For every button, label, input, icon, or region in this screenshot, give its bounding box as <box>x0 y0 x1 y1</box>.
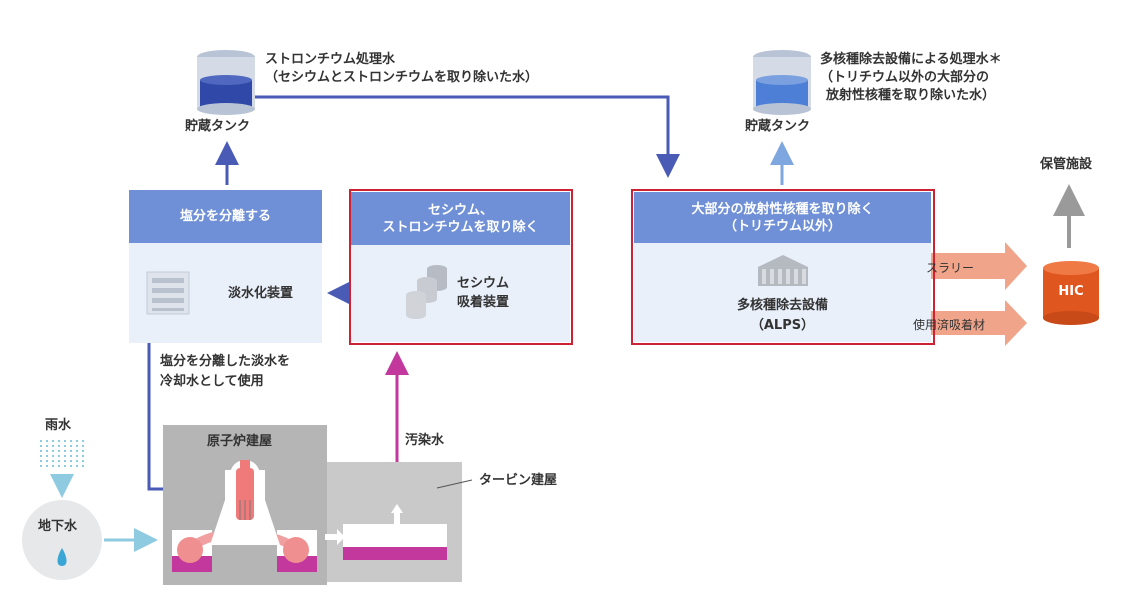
cesium-adsorber-icon <box>406 265 447 319</box>
slurry-arrow-icon <box>907 242 1027 290</box>
desalination-body: 淡水化装置 <box>129 243 322 343</box>
storage-tank-right-icon <box>753 50 811 115</box>
adsorbent-arrow-icon <box>907 300 1027 346</box>
hic-container-icon <box>1043 261 1099 325</box>
alps-header-line1: 大部分の放射性核種を取り除く <box>691 201 874 217</box>
cesium-device-line2: 吸着装置 <box>457 295 510 310</box>
turbine-building-shape <box>320 462 462 582</box>
alps-header-line2: （トリチウム以外） <box>723 218 841 234</box>
alps-facility-icon <box>758 255 808 286</box>
cesium-header-line2: ストロンチウムを取り除く <box>382 219 539 235</box>
storage-tank-left-icon <box>197 50 255 115</box>
desalination-header: 塩分を分離する <box>129 190 322 243</box>
water-drop-icon <box>57 548 67 566</box>
alps-treated-water-title: 多核種除去設備による処理水＊ <box>820 52 1002 67</box>
groundwater-circle <box>22 500 102 580</box>
alps-body: 多核種除去設備 （ALPS） <box>634 243 931 342</box>
cesium-highlight-frame <box>349 189 573 345</box>
desal-note-line2: 冷却水として使用 <box>160 374 264 389</box>
strontium-water-subtitle: （セシウムとストロンチウムを取り除いた水） <box>265 70 539 85</box>
alps-device-line1: 多核種除去設備 <box>736 298 828 313</box>
used-adsorbent-label: 使用済吸着材 <box>913 318 986 332</box>
strontium-water-title: ストロンチウム処理水 <box>265 52 396 67</box>
storage-tank-left-label: 貯蔵タンク <box>185 119 251 134</box>
cesium-device-line1: セシウム <box>457 276 510 291</box>
cesium-header: セシウム、 ストロンチウムを取り除く <box>351 192 570 245</box>
desal-note-line1: 塩分を分離した淡水を <box>160 354 291 369</box>
hic-label: HIC <box>1058 284 1084 299</box>
turbine-building-label: タービン建屋 <box>479 473 558 488</box>
desalination-device-icon <box>146 271 190 315</box>
alps-treated-water-note-1: （トリチウム以外の大部分の <box>820 70 990 85</box>
alps-header: 大部分の放射性核種を取り除く （トリチウム以外） <box>634 192 931 243</box>
storage-tank-right-label: 貯蔵タンク <box>745 119 811 134</box>
desalination-device-label: 淡水化装置 <box>228 286 294 301</box>
groundwater-label: 地下水 <box>38 519 78 534</box>
alps-device-line2: （ALPS） <box>750 318 815 333</box>
rain-icon <box>40 440 84 470</box>
reactor-building-label: 原子炉建屋 <box>207 434 273 449</box>
alps-treated-water-note-2: 放射性核種を取り除いた水） <box>826 88 996 103</box>
storage-facility-label: 保管施設 <box>1040 157 1093 172</box>
alps-highlight-frame <box>631 189 935 345</box>
cesium-header-line1: セシウム、 <box>427 202 493 218</box>
rain-label: 雨水 <box>45 418 72 433</box>
contaminated-water-label: 汚染水 <box>405 433 445 448</box>
slurry-label: スラリー <box>926 261 975 275</box>
cesium-body: セシウム 吸着装置 <box>351 245 570 342</box>
